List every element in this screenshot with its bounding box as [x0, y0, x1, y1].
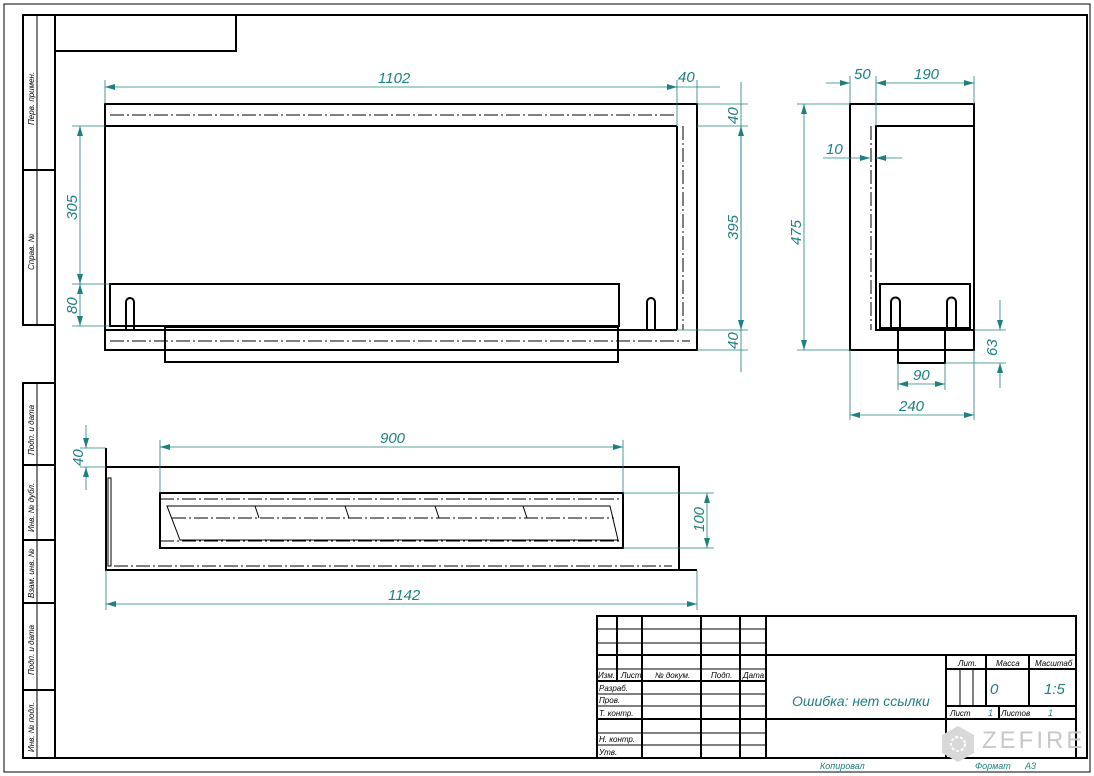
lit-label: Лит.	[957, 659, 977, 668]
header-change: Изм.	[598, 671, 615, 680]
dim-side-width: 240	[898, 398, 925, 415]
dim-front-width: 1102	[378, 70, 411, 87]
dim-side-protrusion: 63	[984, 339, 1001, 356]
header-signature: Подп.	[711, 671, 732, 680]
dim-side-left-offset: 50	[854, 66, 871, 83]
front-view	[104, 103, 698, 363]
header-doc-no: № докум.	[655, 671, 690, 680]
format-value: А3	[1024, 761, 1036, 771]
mass-value: 0	[990, 681, 999, 698]
dim-side-height: 475	[788, 219, 805, 245]
role-approved: Утв.	[598, 748, 617, 757]
dim-front-lower-height: 80	[64, 297, 81, 314]
dim-top-window-width: 900	[380, 430, 406, 447]
copied-label: Копировал	[820, 761, 865, 771]
side-stamp: Перв. примен. Справ. № Подп. и дата Инв.…	[22, 14, 56, 759]
stamp-reference-no: Справ. №	[27, 233, 36, 270]
stamp-sign-date-2: Подп. и дата	[27, 624, 36, 675]
watermark-text: ZEFIRE	[982, 727, 1085, 754]
role-norm-control: Н. контр.	[599, 735, 635, 744]
side-view-dimensions: 50 190 10 475 63 90 240	[788, 66, 1006, 420]
title-block: Изм. Лист № докум. Подп. Дата Разраб. Пр…	[596, 615, 1077, 771]
dim-front-upper-height: 305	[64, 194, 81, 220]
dim-top-window-height: 100	[691, 506, 708, 532]
dim-side-protrusion-width: 90	[913, 367, 930, 384]
dim-front-inner-height: 395	[725, 214, 742, 240]
top-view-dimensions: 900 100 1142 40	[70, 425, 714, 610]
sheet-label: Лист	[949, 709, 971, 718]
scale-value: 1:5	[1044, 681, 1066, 698]
front-view-dimensions: 1102 40 40 395 40 305 80	[64, 69, 748, 372]
sheets-label: Листов	[1000, 709, 1030, 718]
outer-frame	[3, 3, 1091, 773]
watermark: ZEFIRE	[942, 726, 1085, 762]
dim-front-top-band: 40	[725, 107, 742, 124]
dim-top-offset: 40	[70, 449, 87, 466]
sheet-value: 1	[988, 708, 993, 718]
sheets-value: 1	[1048, 708, 1053, 718]
drawing-title: Ошибка: нет ссылки	[792, 693, 930, 709]
stamp-dup-inv-no: Инв. № дубл.	[27, 483, 36, 532]
dim-top-total-width: 1142	[388, 587, 421, 604]
format-label: Формат	[975, 761, 1011, 771]
stamp-first-use: Перв. примен.	[27, 72, 36, 125]
top-left-box	[54, 14, 237, 52]
header-date: Дата	[742, 671, 765, 680]
scale-label: Масштаб	[1035, 659, 1073, 668]
dim-side-wall: 10	[826, 141, 843, 158]
role-checker: Пров.	[599, 696, 620, 705]
dim-front-bottom-band: 40	[725, 332, 742, 349]
mass-label: Масса	[996, 659, 1020, 668]
role-tech-control: Т. контр.	[599, 709, 634, 718]
stamp-orig-inv-no: Инв. № подл.	[27, 702, 36, 752]
dim-side-inner-width: 190	[914, 66, 940, 83]
role-developer: Разраб.	[599, 684, 628, 693]
side-view	[849, 103, 975, 364]
zefire-logo-icon	[942, 726, 974, 762]
stamp-sign-date-1: Подп. и дата	[27, 404, 36, 455]
stamp-replace-inv-no: Взам. инв. №	[27, 548, 36, 598]
header-sheet: Лист	[620, 671, 642, 680]
dim-front-right-offset: 40	[678, 69, 695, 86]
top-view	[105, 448, 697, 571]
